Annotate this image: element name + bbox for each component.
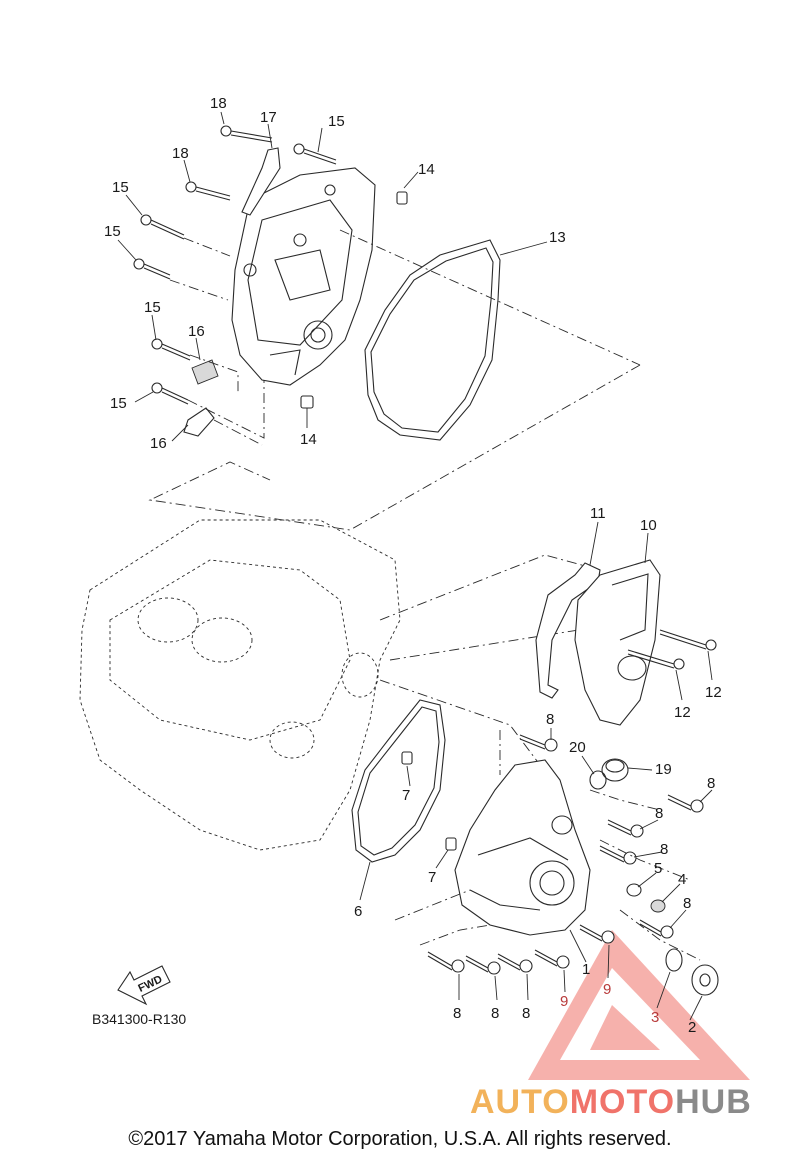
label-16a: 16 — [188, 323, 205, 340]
label-9a: 9 — [560, 993, 568, 1010]
bolt-12b — [627, 649, 685, 670]
bolt-8b — [667, 794, 704, 813]
crankcase-cover-upper — [231, 167, 376, 386]
dowel-pin-7a — [401, 751, 413, 765]
label-15a: 15 — [328, 113, 345, 130]
label-8d: 8 — [660, 841, 668, 858]
label-3: 3 — [651, 1009, 659, 1026]
bolts-lower — [427, 734, 704, 975]
label-12a: 12 — [705, 684, 722, 701]
label-15b: 15 — [112, 179, 129, 196]
bracket-17 — [241, 147, 281, 216]
bolt-8e — [639, 919, 674, 939]
plug-2 — [691, 964, 719, 996]
label-15d: 15 — [144, 299, 161, 316]
label-8a: 8 — [546, 711, 554, 728]
label-15e: 15 — [110, 395, 127, 412]
label-7b: 7 — [428, 869, 436, 886]
copyright-notice: ©2017 Yamaha Motor Corporation, U.S.A. A… — [128, 1128, 672, 1150]
bolt-8f — [427, 951, 465, 973]
label-12b: 12 — [674, 704, 691, 721]
label-8f: 8 — [453, 1005, 461, 1022]
label-15c: 15 — [104, 223, 121, 240]
watermark-text: AUTOMOTOHUB — [470, 1083, 752, 1122]
bolt-18b — [185, 181, 231, 201]
watermark-part2: MOTO — [569, 1083, 676, 1121]
dowel-pin-7b — [445, 837, 457, 851]
label-10: 10 — [640, 517, 657, 534]
label-8b: 8 — [707, 775, 715, 792]
label-18b: 18 — [172, 145, 189, 162]
dowel-pin-14b — [300, 395, 314, 409]
bolt-15b — [140, 214, 185, 240]
label-11: 11 — [590, 505, 606, 522]
plug-19 — [601, 758, 629, 782]
reference-code: B341300-R130 — [92, 1011, 187, 1027]
label-14a: 14 — [418, 161, 435, 178]
label-7a: 7 — [402, 787, 410, 804]
clamp-16b — [183, 407, 215, 437]
dowel-pin-14a — [396, 191, 408, 205]
assembly-lines-middle — [379, 554, 611, 766]
o-ring-3 — [665, 948, 683, 972]
label-4: 4 — [678, 871, 686, 888]
clamp-16a — [191, 359, 219, 385]
watermark-triangle-logo — [528, 930, 750, 1080]
bolt-8a — [519, 734, 558, 752]
leader-lines — [117, 111, 713, 1021]
bolt-12a — [659, 629, 717, 651]
label-2: 2 — [688, 1019, 696, 1036]
bolt-8g — [465, 955, 501, 975]
assembly-lines-upper — [148, 229, 641, 531]
label-5: 5 — [654, 860, 662, 877]
bolt-15d — [151, 338, 191, 361]
watermark-part1: AUTO — [470, 1083, 570, 1121]
label-18a: 18 — [210, 95, 227, 112]
label-8h: 8 — [522, 1005, 530, 1022]
crankcase-cover-lower — [454, 759, 591, 936]
label-13: 13 — [549, 229, 566, 246]
label-8e: 8 — [683, 895, 691, 912]
gasket-13 — [364, 239, 501, 441]
bolts-upper — [133, 125, 337, 405]
bolt-8c — [607, 819, 644, 838]
label-16b: 16 — [150, 435, 167, 452]
label-9b: 9 — [603, 981, 611, 998]
gasket-6 — [351, 699, 446, 863]
crankcase-reference — [79, 519, 401, 851]
label-20: 20 — [569, 739, 586, 756]
fwd-arrow-icon: FWD — [117, 965, 171, 1006]
bolt-15a — [293, 143, 337, 165]
label-19: 19 — [655, 761, 672, 778]
watermark-part3: HUB — [675, 1083, 752, 1121]
label-17: 17 — [260, 109, 277, 126]
washer-5 — [626, 883, 642, 897]
bolt-8h — [497, 953, 533, 973]
label-14b: 14 — [300, 431, 317, 448]
cover-10 — [574, 559, 661, 726]
label-6: 6 — [354, 903, 362, 920]
bolt-9a — [534, 949, 570, 969]
part-labels: 18 17 15 18 14 15 15 13 15 16 15 14 16 1… — [104, 95, 722, 1036]
bolt-8d — [599, 845, 637, 865]
label-1: 1 — [582, 961, 590, 978]
bolt-18a — [220, 125, 273, 143]
label-8g: 8 — [491, 1005, 499, 1022]
assembly-lines-lower — [394, 730, 701, 961]
label-8c: 8 — [655, 805, 663, 822]
o-ring-20 — [589, 770, 607, 790]
bolt-15e — [151, 382, 189, 405]
bolt-15c — [133, 258, 171, 280]
bolt-4 — [650, 899, 666, 913]
bolt-9b — [579, 924, 615, 944]
